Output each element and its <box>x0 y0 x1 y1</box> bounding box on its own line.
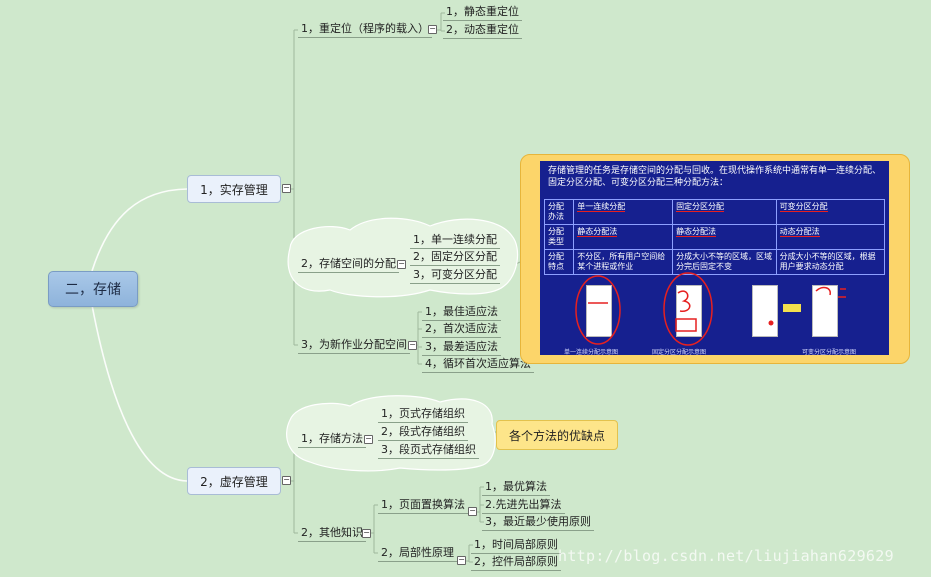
node-space-allocation[interactable]: 2，存储空间的分配 <box>298 257 399 273</box>
table-cell: 动态分配法 <box>775 224 886 250</box>
collapse-allocation-toggle[interactable]: − <box>397 259 406 269</box>
leaf-best-fit[interactable]: 1，最佳适应法 <box>422 305 501 321</box>
node-locality-label: 2，局部性原理 <box>381 546 454 559</box>
leaf-optimal[interactable]: 1，最优算法 <box>482 480 550 496</box>
caption-single: 单一连续分配示意图 <box>564 349 619 356</box>
leaf-first-fit[interactable]: 2，首次适应法 <box>422 322 501 338</box>
collapse-relocation-toggle[interactable]: − <box>428 24 437 34</box>
cloud-storage-methods <box>286 395 496 472</box>
node-space-allocation-label: 2，存储空间的分配 <box>301 257 396 270</box>
arrow-right-icon <box>783 304 801 312</box>
node-new-job-label: 3，为新作业分配空间 <box>301 338 407 351</box>
callout-label: 各个方法的优缺点 <box>508 428 605 443</box>
node-virtual-memory-label: 2，虚存管理 <box>200 474 268 489</box>
table-cell: 分配类型 <box>543 224 575 250</box>
memory-diagram-variable-before <box>752 285 778 337</box>
table-row: 分配特点 不分区，所有用户空间给某个进程或作业 分成大小不等的区域，区域分完后固… <box>543 249 886 275</box>
node-storage-methods[interactable]: 1，存储方法 <box>298 432 366 448</box>
caption-variable: 可变分区分配示意图 <box>802 349 857 356</box>
allocation-methods-slide: 存储管理的任务是存储空间的分配与回收。在现代操作系统中通常有单一连续分配、固定分… <box>540 161 889 356</box>
table-cell: 固定分区分配 <box>672 199 777 225</box>
leaf-segmented-paging[interactable]: 3，段页式存储组织 <box>378 443 479 459</box>
leaf-temporal-locality[interactable]: 1，时间局部原则 <box>471 538 561 554</box>
leaf-next-fit[interactable]: 4，循环首次适应算法 <box>422 357 534 373</box>
node-relocation[interactable]: 1，重定位（程序的载入） <box>298 22 432 38</box>
collapse-virtual-memory-toggle[interactable]: − <box>282 475 291 485</box>
collapse-real-memory-toggle[interactable]: − <box>282 183 291 193</box>
callout-pros-cons[interactable]: 各个方法的优缺点 <box>496 420 618 450</box>
allocation-table: 分配办法 单一连续分配 固定分区分配 可变分区分配 分配类型 静态分配法 静态分… <box>543 199 886 275</box>
leaf-static-relocation[interactable]: 1，静态重定位 <box>443 5 522 21</box>
collapse-locality-toggle[interactable]: − <box>457 555 466 565</box>
leaf-worst-fit[interactable]: 3，最差适应法 <box>422 340 501 356</box>
node-relocation-label: 1，重定位（程序的载入） <box>301 22 429 35</box>
node-real-memory[interactable]: 1，实存管理 <box>187 175 281 203</box>
table-row: 分配类型 静态分配法 静态分配法 动态分配法 <box>543 224 886 250</box>
collapse-storage-methods-toggle[interactable]: − <box>364 434 373 444</box>
caption-fixed: 固定分区分配示意图 <box>652 349 707 356</box>
table-cell: 静态分配法 <box>573 224 674 250</box>
node-storage-methods-label: 1，存储方法 <box>301 432 363 445</box>
collapse-page-replacement-toggle[interactable]: − <box>468 506 477 516</box>
leaf-spatial-locality[interactable]: 2，控件局部原则 <box>471 555 561 571</box>
annotation-marks <box>575 272 846 346</box>
node-locality[interactable]: 2，局部性原理 <box>378 546 457 562</box>
leaf-paging[interactable]: 1，页式存储组织 <box>378 407 468 423</box>
cloud-allocation <box>287 217 519 298</box>
memory-diagram-single <box>586 285 612 337</box>
leaf-dynamic-relocation[interactable]: 2，动态重定位 <box>443 23 522 39</box>
leaf-segmentation[interactable]: 2，段式存储组织 <box>378 425 468 441</box>
node-page-replacement-label: 1，页面置换算法 <box>381 498 465 511</box>
table-cell: 分配特点 <box>543 249 575 275</box>
root-node[interactable]: 二，存储 <box>48 271 138 307</box>
leaf-variable-partition[interactable]: 3，可变分区分配 <box>410 268 500 284</box>
leaf-single-contiguous[interactable]: 1，单一连续分配 <box>410 233 500 249</box>
collapse-new-job-toggle[interactable]: − <box>408 340 417 350</box>
table-cell: 分成大小不等的区域，根据用户要求动态分配 <box>775 249 886 275</box>
table-cell: 单一连续分配 <box>573 199 674 225</box>
table-cell: 分成大小不等的区域，区域分完后固定不变 <box>672 249 777 275</box>
root-label: 二，存储 <box>65 282 121 298</box>
slide-intro: 存储管理的任务是存储空间的分配与回收。在现代操作系统中通常有单一连续分配、固定分… <box>548 166 882 188</box>
leaf-lru[interactable]: 3，最近最少使用原则 <box>482 515 594 531</box>
table-cell: 不分区，所有用户空间给某个进程或作业 <box>573 249 674 275</box>
collapse-other-toggle[interactable]: − <box>362 528 371 538</box>
memory-diagram-variable-after <box>812 285 838 337</box>
watermark: http://blog.csdn.net/liujiahan629629 <box>558 547 894 565</box>
node-other-knowledge[interactable]: 2，其他知识 <box>298 526 366 542</box>
node-other-knowledge-label: 2，其他知识 <box>301 526 363 539</box>
node-new-job[interactable]: 3，为新作业分配空间 <box>298 338 410 354</box>
leaf-fifo[interactable]: 2.先进先出算法 <box>482 498 565 514</box>
leaf-fixed-partition[interactable]: 2，固定分区分配 <box>410 250 500 266</box>
node-real-memory-label: 1，实存管理 <box>200 182 268 197</box>
node-page-replacement[interactable]: 1，页面置换算法 <box>378 498 468 514</box>
node-virtual-memory[interactable]: 2，虚存管理 <box>187 467 281 495</box>
